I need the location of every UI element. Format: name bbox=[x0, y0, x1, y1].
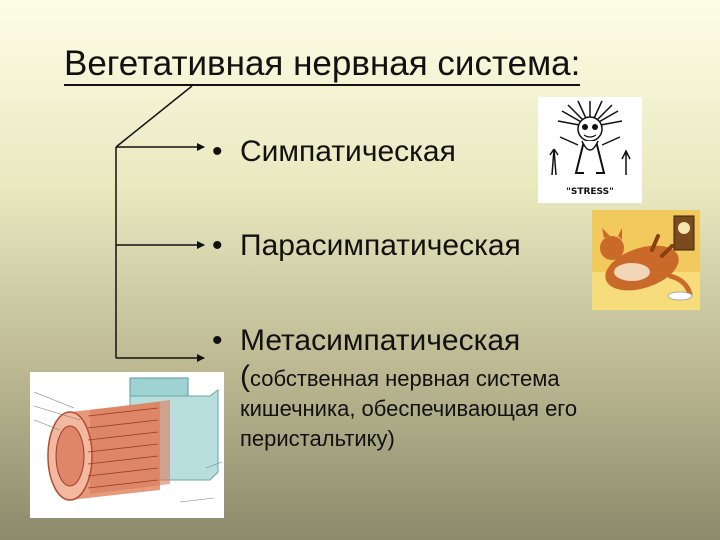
relaxed-cat-icon bbox=[592, 210, 700, 310]
bullet-icon: • bbox=[212, 229, 223, 262]
stress-caption: "STRESS" bbox=[566, 187, 614, 197]
stressed-cat-icon bbox=[549, 100, 631, 176]
bullet-item-metasympathetic: • Метасимпатическая bbox=[212, 323, 520, 359]
item-label: Метасимпатическая bbox=[240, 324, 521, 357]
bullet-item-sympathetic: • Симпатическая bbox=[212, 134, 456, 170]
slide-title: Вегетативная нервная система: bbox=[64, 44, 581, 86]
bullet-item-parasympathetic: • Парасимпатическая bbox=[212, 228, 521, 264]
item-label: Симпатическая bbox=[240, 135, 456, 168]
intestine-diagram-image bbox=[30, 372, 224, 518]
bullet-icon: • bbox=[212, 324, 223, 357]
note-open-paren: ( bbox=[240, 360, 250, 393]
metasympathetic-note: (собственная нервная система кишечника, … bbox=[240, 362, 680, 454]
item-label: Парасимпатическая bbox=[240, 229, 521, 262]
note-text: собственная нервная система кишечника, о… bbox=[240, 366, 578, 451]
stressed-cat-image: "STRESS" bbox=[538, 97, 642, 203]
connector-diagonal bbox=[115, 85, 193, 148]
intestine-icon bbox=[33, 377, 223, 503]
relaxed-cat-image bbox=[592, 210, 700, 310]
bullet-icon: • bbox=[212, 135, 223, 168]
